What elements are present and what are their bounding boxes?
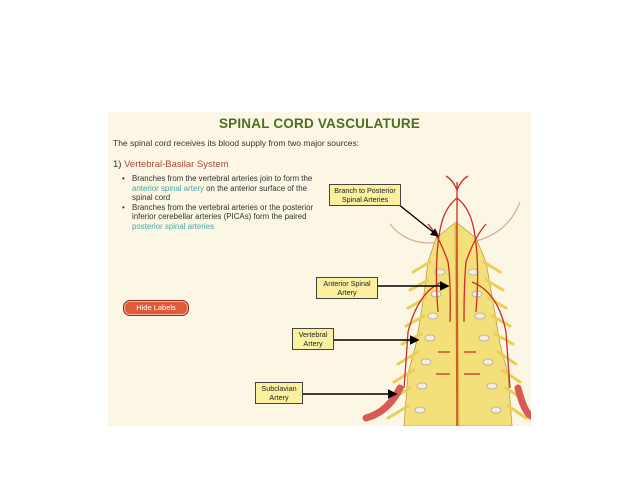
section-title: Vertebral-Basilar System (124, 159, 229, 170)
label-branch-posterior: Branch to Posterior Spinal Arteries (329, 184, 401, 206)
hide-labels-button[interactable]: Hide Labels (123, 300, 189, 316)
label-vertebral: Vertebral Artery (292, 328, 334, 350)
tissue-outline (389, 223, 441, 244)
slide-title: SPINAL CORD VASCULATURE (218, 116, 421, 131)
slide: SPINAL CORD VASCULATURE The spinal cord … (108, 112, 531, 426)
spinal-cord-illustration (303, 175, 531, 426)
bullet-list: Branches from the vertebral arteries joi… (120, 174, 320, 232)
section-number: 1) (113, 159, 122, 170)
tissue-outline (471, 201, 521, 243)
bullet-item: Branches from the vertebral arteries or … (120, 203, 320, 232)
subclavian-artery-left (362, 384, 404, 422)
label-anterior-spinal: Anterior Spinal Artery (316, 277, 378, 299)
bullet-text: Branches from the vertebral arteries joi… (132, 174, 313, 183)
section-heading: 1) Vertebral-Basilar System (113, 159, 229, 170)
bullet-text: Branches from the vertebral arteries or … (132, 202, 314, 222)
bullet-highlight: anterior spinal artery (132, 183, 204, 193)
nerve-roots-left (386, 260, 432, 420)
nerve-roots-right (482, 260, 528, 420)
bullet-text: on the anterior surface of the spinal co… (132, 183, 308, 203)
label-subclavian: Subclavian Artery (255, 382, 303, 404)
intro-text: The spinal cord receives its blood suppl… (113, 138, 360, 148)
bullet-highlight: posterior spinal arteries (132, 221, 215, 231)
subclavian-artery-right (514, 384, 531, 420)
bullet-item: Branches from the vertebral arteries joi… (120, 174, 320, 203)
branch-pointer (397, 203, 440, 237)
